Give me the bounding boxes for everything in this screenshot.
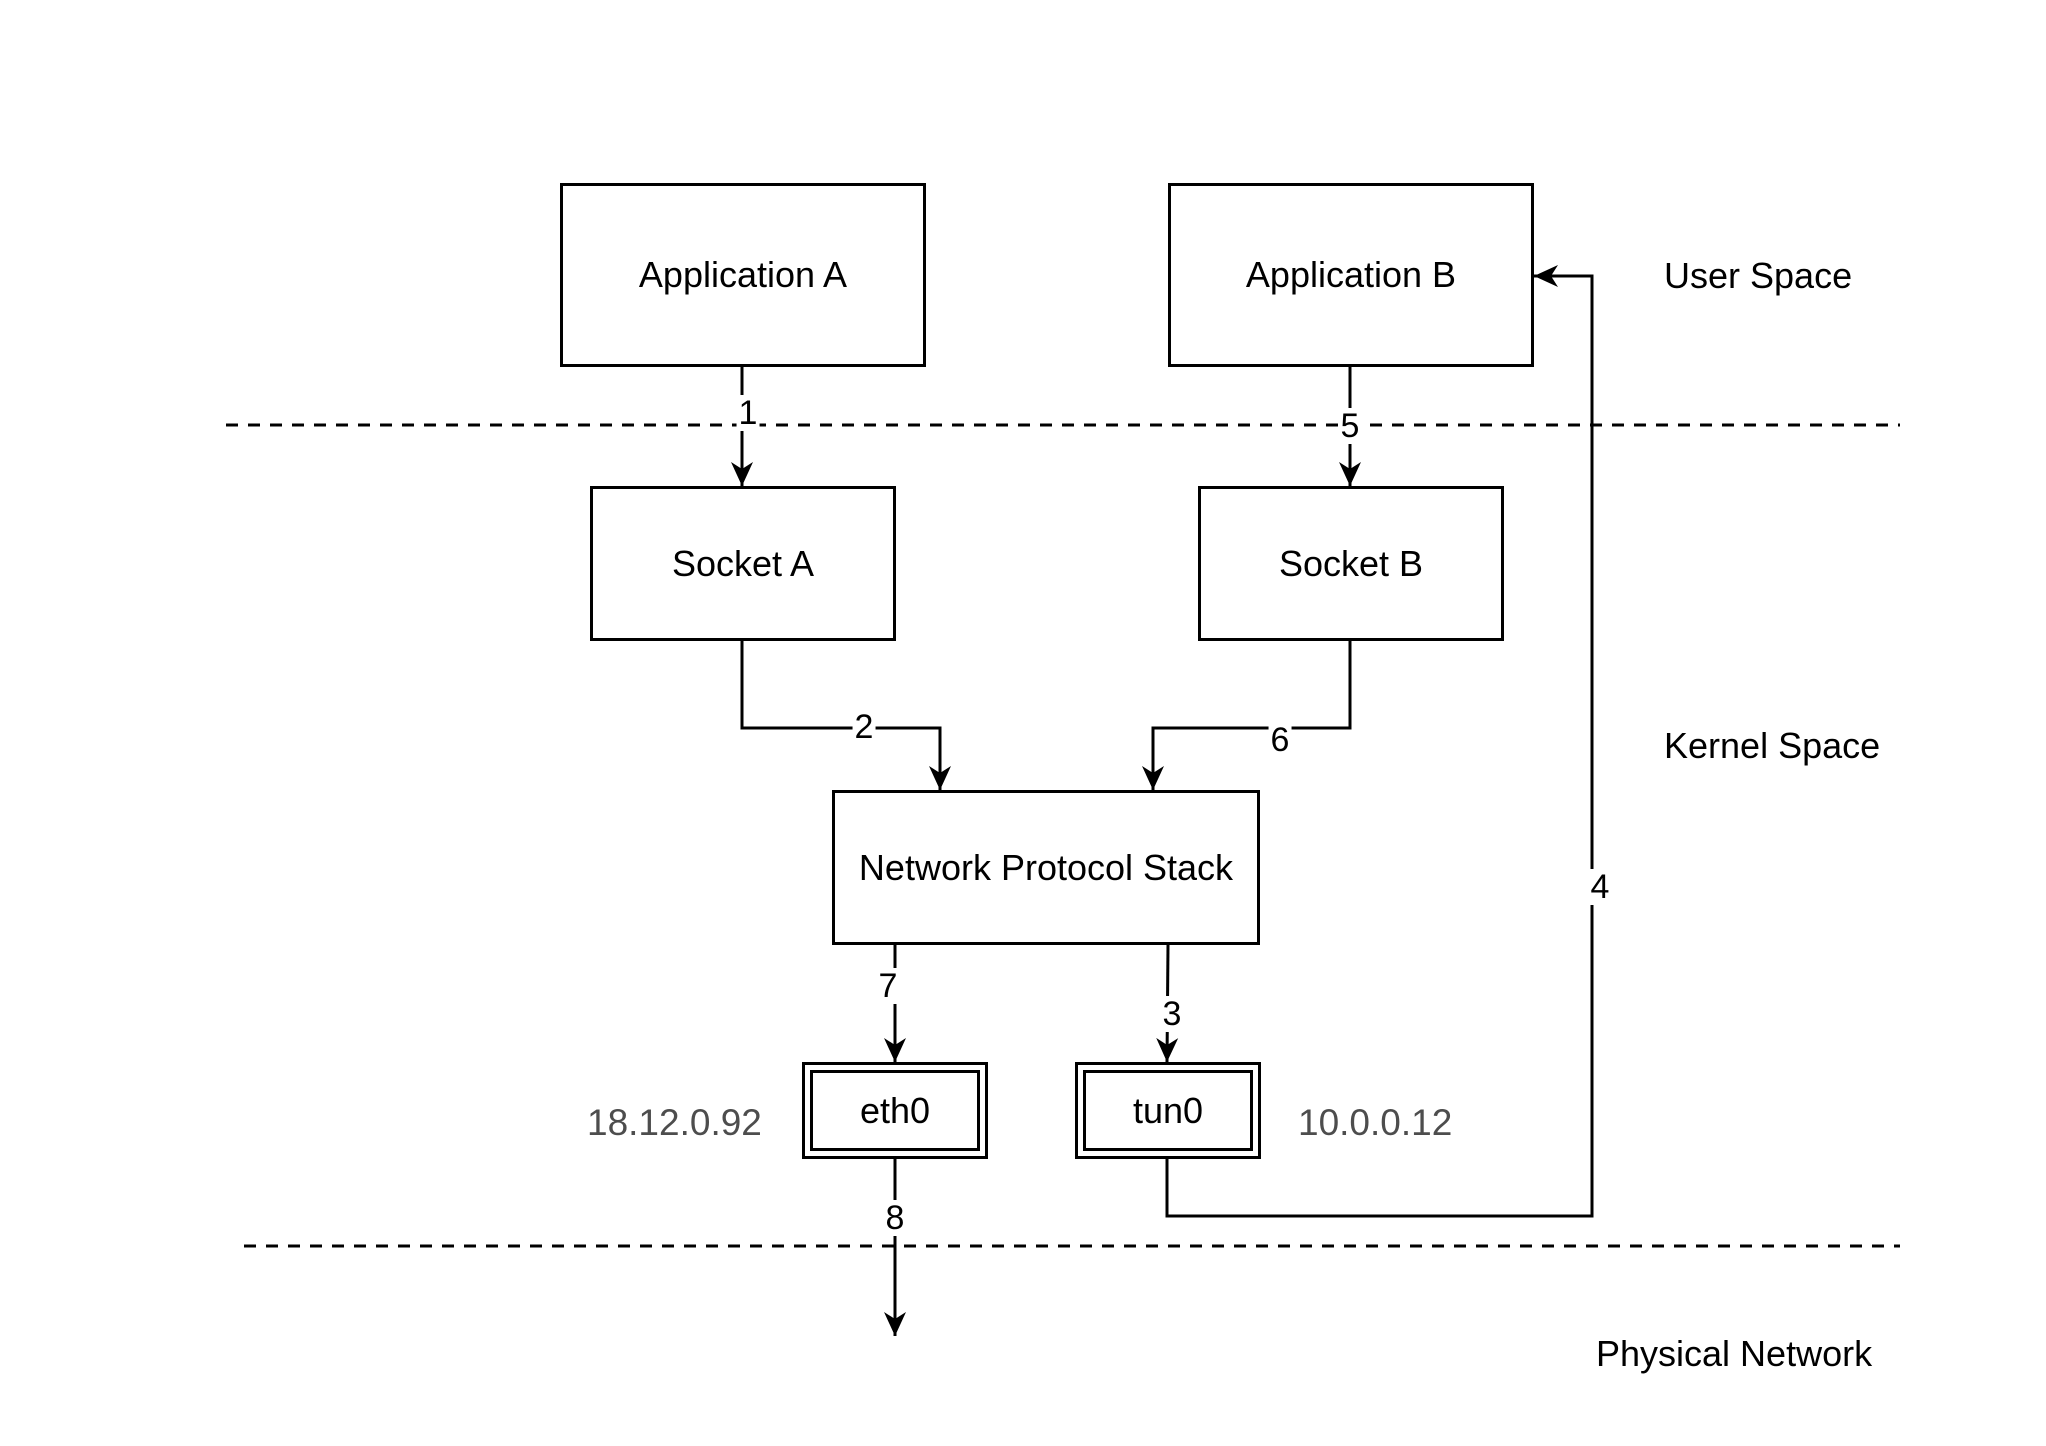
edge-1-label: 1 bbox=[736, 394, 760, 432]
socket-a-node: Socket A bbox=[590, 486, 896, 641]
eth0-interface-node: eth0 bbox=[802, 1062, 988, 1159]
physical-network-label: Physical Network bbox=[1596, 1333, 1873, 1374]
edge-2 bbox=[740, 640, 951, 790]
tun0-interface-node: tun0 bbox=[1075, 1062, 1261, 1159]
application-a-label: Application A bbox=[638, 254, 848, 295]
edge-7-label: 7 bbox=[876, 967, 900, 1005]
network-protocol-stack-label: Network Protocol Stack bbox=[858, 846, 1234, 888]
eth0-address: 18.12.0.92 bbox=[587, 1102, 762, 1143]
edge-2-label: 2 bbox=[852, 708, 876, 746]
kernel-space-label: Kernel Space bbox=[1664, 725, 1881, 766]
application-a-node: Application A bbox=[560, 183, 926, 367]
tun0-label: tun0 bbox=[1132, 1089, 1204, 1131]
network-protocol-stack-node: Network Protocol Stack bbox=[832, 790, 1260, 945]
application-b-label: Application B bbox=[1245, 254, 1457, 295]
user-space-label: User Space bbox=[1664, 255, 1853, 296]
socket-b-label: Socket B bbox=[1278, 542, 1424, 584]
edge-4-label: 4 bbox=[1588, 868, 1612, 906]
edge-4 bbox=[1165, 265, 1594, 1218]
socket-a-label: Socket A bbox=[671, 542, 815, 584]
edge-8-label: 8 bbox=[883, 1199, 907, 1237]
tun0-address: 10.0.0.12 bbox=[1298, 1102, 1453, 1143]
edge-3-label: 3 bbox=[1160, 995, 1184, 1033]
socket-b-node: Socket B bbox=[1198, 486, 1504, 641]
eth0-label: eth0 bbox=[859, 1089, 931, 1131]
edge-6-label: 6 bbox=[1268, 721, 1292, 759]
edge-6 bbox=[1142, 640, 1352, 790]
edge-5-label: 5 bbox=[1338, 407, 1362, 445]
application-b-node: Application B bbox=[1168, 183, 1534, 367]
